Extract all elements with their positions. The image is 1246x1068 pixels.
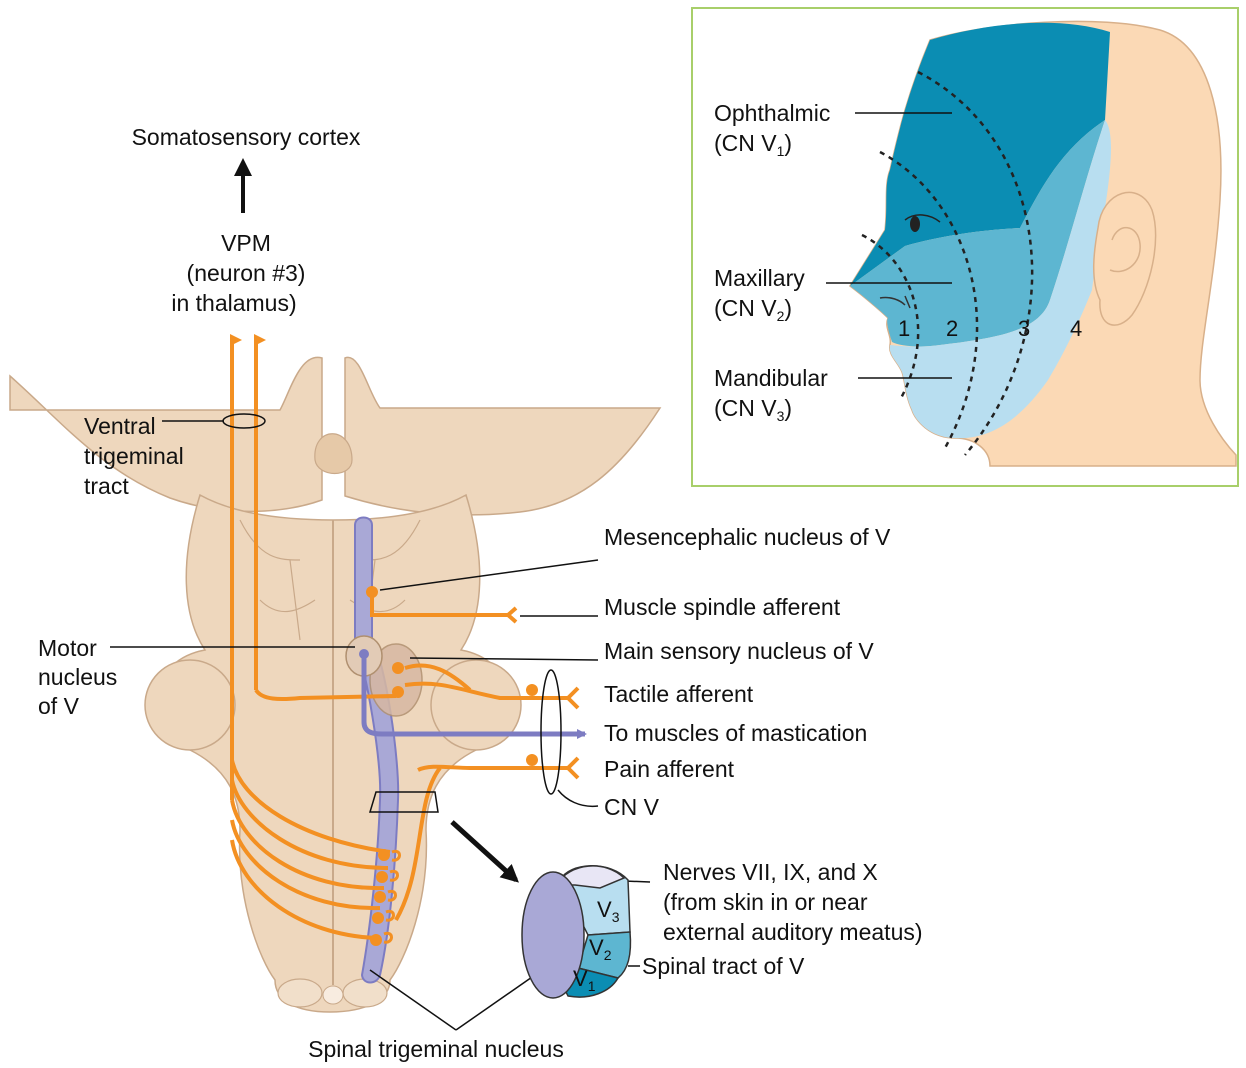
zone-4-label: 4	[1070, 316, 1082, 341]
motor-label-line1: Motor	[38, 635, 97, 661]
vpm-label-line3: in thalamus)	[171, 290, 296, 316]
nerves-label-line3: external auditory meatus)	[663, 919, 923, 945]
cnv-label: CN V	[604, 794, 660, 820]
pain-label: Pain afferent	[604, 756, 735, 782]
vpm-label-line2: (neuron #3)	[187, 260, 306, 286]
zone-3-label: 3	[1018, 316, 1030, 341]
nerves-label-line1: Nerves VII, IX, and X	[663, 859, 878, 885]
motor-label-line2: nucleus	[38, 664, 117, 690]
spinal-nucleus-label: Spinal trigeminal nucleus	[308, 1036, 564, 1062]
arrow-to-cross-section	[452, 822, 516, 880]
nerves-label-line2: (from skin in or near	[663, 889, 868, 915]
ventral-label-line2: trigeminal	[84, 443, 184, 469]
ventral-label-line3: tract	[84, 473, 129, 499]
vpm-label-line1: VPM	[221, 230, 271, 256]
mesencephalic-label: Mesencephalic nucleus of V	[604, 524, 891, 550]
cerebral-hemisphere-left	[10, 357, 322, 511]
mastication-label: To muscles of mastication	[604, 720, 867, 746]
cerebral-hemisphere-right	[345, 357, 660, 514]
spinal-tract-label: Spinal tract of V	[642, 953, 805, 979]
muscle-spindle-label: Muscle spindle afferent	[604, 594, 841, 620]
middle-cerebellar-peduncle-left	[145, 660, 235, 750]
zone-2-label: 2	[946, 316, 958, 341]
ventral-label-line1: Ventral	[84, 413, 156, 439]
maxillary-label: Maxillary	[714, 265, 805, 291]
ophthalmic-label: Ophthalmic	[714, 100, 830, 126]
motor-label-line3: of V	[38, 693, 80, 719]
main-sensory-label: Main sensory nucleus of V	[604, 638, 874, 664]
somatosensory-label: Somatosensory cortex	[132, 124, 361, 150]
mandibular-label: Mandibular	[714, 365, 828, 391]
zone-1-label: 1	[898, 316, 910, 341]
tactile-label: Tactile afferent	[604, 681, 754, 707]
